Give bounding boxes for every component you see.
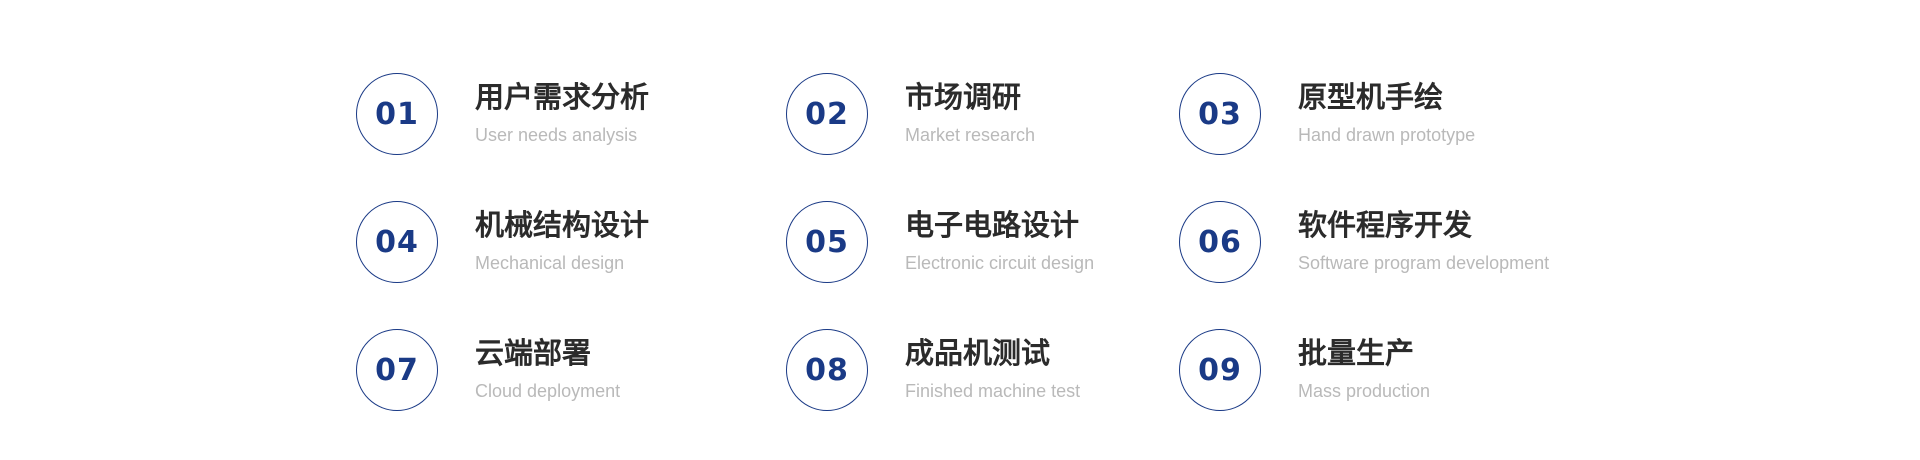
step-subtitle: User needs analysis bbox=[475, 125, 638, 145]
step-subtitle: Electronic circuit design bbox=[905, 253, 1095, 273]
step-title: 电子电路设计 bbox=[905, 208, 1080, 242]
step-subtitle: Cloud deployment bbox=[475, 381, 621, 401]
step-title: 市场调研 bbox=[905, 80, 1022, 114]
step-text: 机械结构设计 Mechanical design bbox=[475, 201, 649, 274]
step-text: 云端部署 Cloud deployment bbox=[475, 329, 620, 402]
step-subtitle: Finished machine test bbox=[905, 381, 1081, 401]
step-item-04: 04 机械结构设计 Mechanical design bbox=[356, 201, 786, 329]
step-item-05: 05 电子电路设计 Electronic circuit design bbox=[786, 201, 1179, 329]
step-text: 市场调研 Market research bbox=[905, 73, 1035, 146]
step-title: 软件程序开发 bbox=[1298, 208, 1473, 242]
step-number-badge: 03 bbox=[1179, 73, 1261, 155]
step-item-01: 01 用户需求分析 User needs analysis bbox=[356, 73, 786, 201]
step-text: 软件程序开发 Software program development bbox=[1298, 201, 1549, 274]
step-item-07: 07 云端部署 Cloud deployment bbox=[356, 329, 786, 457]
step-subtitle: Hand drawn prototype bbox=[1298, 125, 1476, 145]
step-text: 批量生产 Mass production bbox=[1298, 329, 1430, 402]
step-number-badge: 07 bbox=[356, 329, 438, 411]
step-subtitle: Market research bbox=[905, 125, 1036, 145]
step-title: 云端部署 bbox=[475, 336, 592, 370]
step-number-badge: 06 bbox=[1179, 201, 1261, 283]
process-steps-grid: 01 用户需求分析 User needs analysis 02 市场调研 Ma… bbox=[356, 73, 1756, 457]
step-item-02: 02 市场调研 Market research bbox=[786, 73, 1179, 201]
step-text: 原型机手绘 Hand drawn prototype bbox=[1298, 73, 1475, 146]
step-number-badge: 08 bbox=[786, 329, 868, 411]
step-title: 原型机手绘 bbox=[1298, 80, 1444, 114]
step-number-badge: 09 bbox=[1179, 329, 1261, 411]
step-text: 成品机测试 Finished machine test bbox=[905, 329, 1080, 402]
step-item-08: 08 成品机测试 Finished machine test bbox=[786, 329, 1179, 457]
step-title: 批量生产 bbox=[1298, 336, 1415, 370]
step-subtitle: Mechanical design bbox=[475, 253, 625, 273]
step-title: 机械结构设计 bbox=[475, 208, 650, 242]
step-number-badge: 05 bbox=[786, 201, 868, 283]
step-title: 成品机测试 bbox=[905, 336, 1051, 370]
step-item-06: 06 软件程序开发 Software program development bbox=[1179, 201, 1569, 329]
step-title: 用户需求分析 bbox=[475, 80, 650, 114]
step-number-badge: 04 bbox=[356, 201, 438, 283]
step-text: 用户需求分析 User needs analysis bbox=[475, 73, 649, 146]
step-item-09: 09 批量生产 Mass production bbox=[1179, 329, 1569, 457]
step-subtitle: Mass production bbox=[1298, 381, 1431, 401]
step-item-03: 03 原型机手绘 Hand drawn prototype bbox=[1179, 73, 1569, 201]
step-number-badge: 01 bbox=[356, 73, 438, 155]
step-number-badge: 02 bbox=[786, 73, 868, 155]
step-subtitle: Software program development bbox=[1298, 253, 1550, 273]
step-text: 电子电路设计 Electronic circuit design bbox=[905, 201, 1094, 274]
